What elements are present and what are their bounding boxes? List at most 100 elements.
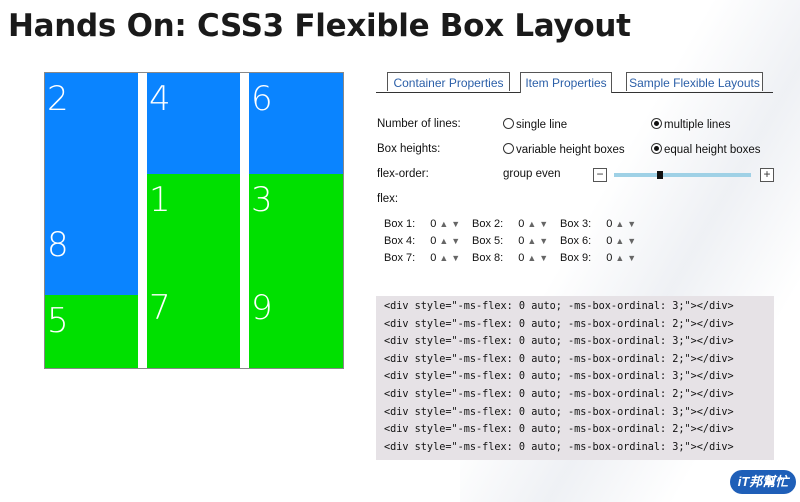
arrow-down-icon[interactable]: ▼ <box>451 236 461 246</box>
flex-box-number: 5 <box>47 301 69 342</box>
flex-box-value: 0 <box>430 235 437 247</box>
arrow-up-icon[interactable]: ▲ <box>527 219 537 229</box>
flex-column-3: 6 3 9 <box>249 73 343 368</box>
flex-box-label: Box 2: <box>472 218 504 230</box>
radio-single-line[interactable]: single line <box>503 118 567 131</box>
arrow-down-icon[interactable]: ▼ <box>451 253 461 263</box>
code-line: <div style="-ms-flex: 0 auto; -ms-box-or… <box>384 318 734 330</box>
code-line: <div style="-ms-flex: 0 auto; -ms-box-or… <box>384 424 734 436</box>
code-line: <div style="-ms-flex: 0 auto; -ms-box-or… <box>384 441 734 453</box>
arrow-down-icon[interactable]: ▼ <box>539 253 549 263</box>
slider-thumb[interactable] <box>657 171 663 179</box>
arrow-down-icon[interactable]: ▼ <box>627 253 637 263</box>
page-title: Hands On: CSS3 Flexible Box Layout <box>8 8 631 44</box>
flex-value-control: Box 2: 0▲▼ <box>472 218 548 230</box>
flex-value-control: Box 4: 0▲▼ <box>384 235 460 247</box>
arrow-up-icon[interactable]: ▲ <box>615 219 625 229</box>
flex-box: 9 <box>249 282 343 368</box>
arrow-up-icon[interactable]: ▲ <box>527 236 537 246</box>
flex-value-control: Box 1: 0▲▼ <box>384 218 460 230</box>
flex-box-label: Box 1: <box>384 218 416 230</box>
flex-box-label: Box 9: <box>560 252 592 264</box>
arrow-down-icon[interactable]: ▼ <box>539 236 549 246</box>
flex-box: 1 <box>147 173 240 283</box>
site-logo: iT邦幫忙 <box>730 470 796 494</box>
flex-box-value: 0 <box>430 218 437 230</box>
flex-box: 3 <box>249 173 343 283</box>
flex-box: 6 <box>249 73 343 174</box>
radio-variable-height[interactable]: variable height boxes <box>503 143 625 156</box>
flex-label: flex: <box>377 193 399 205</box>
flex-box-value: 0 <box>430 252 437 264</box>
code-line: <div style="-ms-flex: 0 auto; -ms-box-or… <box>384 301 734 312</box>
code-line: <div style="-ms-flex: 0 auto; -ms-box-or… <box>384 336 734 348</box>
arrow-up-icon[interactable]: ▲ <box>439 253 449 263</box>
flex-box-number: 3 <box>251 179 273 220</box>
flex-box-value: 0 <box>606 235 613 247</box>
radio-equal-height[interactable]: equal height boxes <box>651 143 761 156</box>
radio-label: multiple lines <box>664 119 731 131</box>
code-line: <div style="-ms-flex: 0 auto; -ms-box-or… <box>384 388 734 400</box>
radio-multiple-lines[interactable]: multiple lines <box>651 118 730 131</box>
flex-box-value: 0 <box>606 218 613 230</box>
property-tabs: Container Properties Item Properties Sam… <box>376 72 773 93</box>
arrow-down-icon[interactable]: ▼ <box>627 236 637 246</box>
flex-value-control: Box 9:0▲▼ <box>560 252 636 264</box>
flex-order-slider[interactable] <box>614 173 751 177</box>
arrow-down-icon[interactable]: ▼ <box>627 219 637 229</box>
flex-box-number: 6 <box>251 79 273 119</box>
flex-box-number: 2 <box>47 79 69 119</box>
flex-box-label: Box 4: <box>384 235 416 247</box>
radio-label: equal height boxes <box>664 144 761 156</box>
flex-box: 7 <box>147 282 240 368</box>
arrow-up-icon[interactable]: ▲ <box>527 253 537 263</box>
radio-icon <box>503 118 514 129</box>
flex-box: 5 <box>45 295 138 368</box>
flex-box-label: Box 7: <box>384 252 416 264</box>
radio-checked-icon <box>651 143 662 154</box>
code-line: <div style="-ms-flex: 0 auto; -ms-box-or… <box>384 371 734 383</box>
radio-checked-icon <box>651 118 662 129</box>
flex-order-value: group even <box>503 168 561 180</box>
slider-plus-button[interactable]: + <box>760 168 774 182</box>
flex-box: 4 <box>147 73 240 174</box>
flex-box: 2 <box>45 73 138 219</box>
arrow-up-icon[interactable]: ▲ <box>615 236 625 246</box>
flex-column-2: 4 1 7 <box>147 73 240 368</box>
flex-value-control: Box 7: 0▲▼ <box>384 252 460 264</box>
arrow-up-icon[interactable]: ▲ <box>439 219 449 229</box>
code-line: <div style="-ms-flex: 0 auto; -ms-box-or… <box>384 353 734 365</box>
flex-box-number: 8 <box>47 224 69 265</box>
arrow-up-icon[interactable]: ▲ <box>439 236 449 246</box>
heights-label: Box heights: <box>377 143 441 155</box>
radio-icon <box>503 143 514 154</box>
flex-value-control: Box 5: 0▲▼ <box>472 235 548 247</box>
flex-order-label: flex-order: <box>377 168 429 180</box>
flex-column-1: 2 8 5 <box>45 73 138 368</box>
flex-box-label: Box 6: <box>560 235 592 247</box>
flex-value-control: Box 6: 0▲▼ <box>560 235 636 247</box>
flex-box: 8 <box>45 218 138 296</box>
flex-box-number: 4 <box>149 79 171 119</box>
flex-box-number: 7 <box>149 288 171 329</box>
flex-box-number: 9 <box>251 288 273 329</box>
flex-box-number: 1 <box>149 179 171 220</box>
arrow-down-icon[interactable]: ▼ <box>451 219 461 229</box>
arrow-up-icon[interactable]: ▲ <box>615 253 625 263</box>
flex-box-value: 0 <box>518 252 525 264</box>
flex-box-value: 0 <box>518 235 525 247</box>
flex-value-control: Box 3: 0▲▼ <box>560 218 636 230</box>
flex-box-label: Box 8: <box>472 252 504 264</box>
tab-sample-flexible-layouts[interactable]: Sample Flexible Layouts <box>626 72 763 91</box>
lines-label: Number of lines: <box>377 118 461 130</box>
code-line: <div style="-ms-flex: 0 auto; -ms-box-or… <box>384 406 734 418</box>
flex-box-label: Box 3: <box>560 218 592 230</box>
slider-minus-button[interactable]: − <box>593 168 607 182</box>
flex-box-label: Box 5: <box>472 235 504 247</box>
code-output: <div style="-ms-flex: 0 auto; -ms-box-or… <box>376 296 774 460</box>
tab-item-properties[interactable]: Item Properties <box>520 72 612 93</box>
flex-box-value: 0 <box>518 218 525 230</box>
radio-label: variable height boxes <box>516 144 625 156</box>
arrow-down-icon[interactable]: ▼ <box>539 219 549 229</box>
tab-container-properties[interactable]: Container Properties <box>387 72 510 91</box>
